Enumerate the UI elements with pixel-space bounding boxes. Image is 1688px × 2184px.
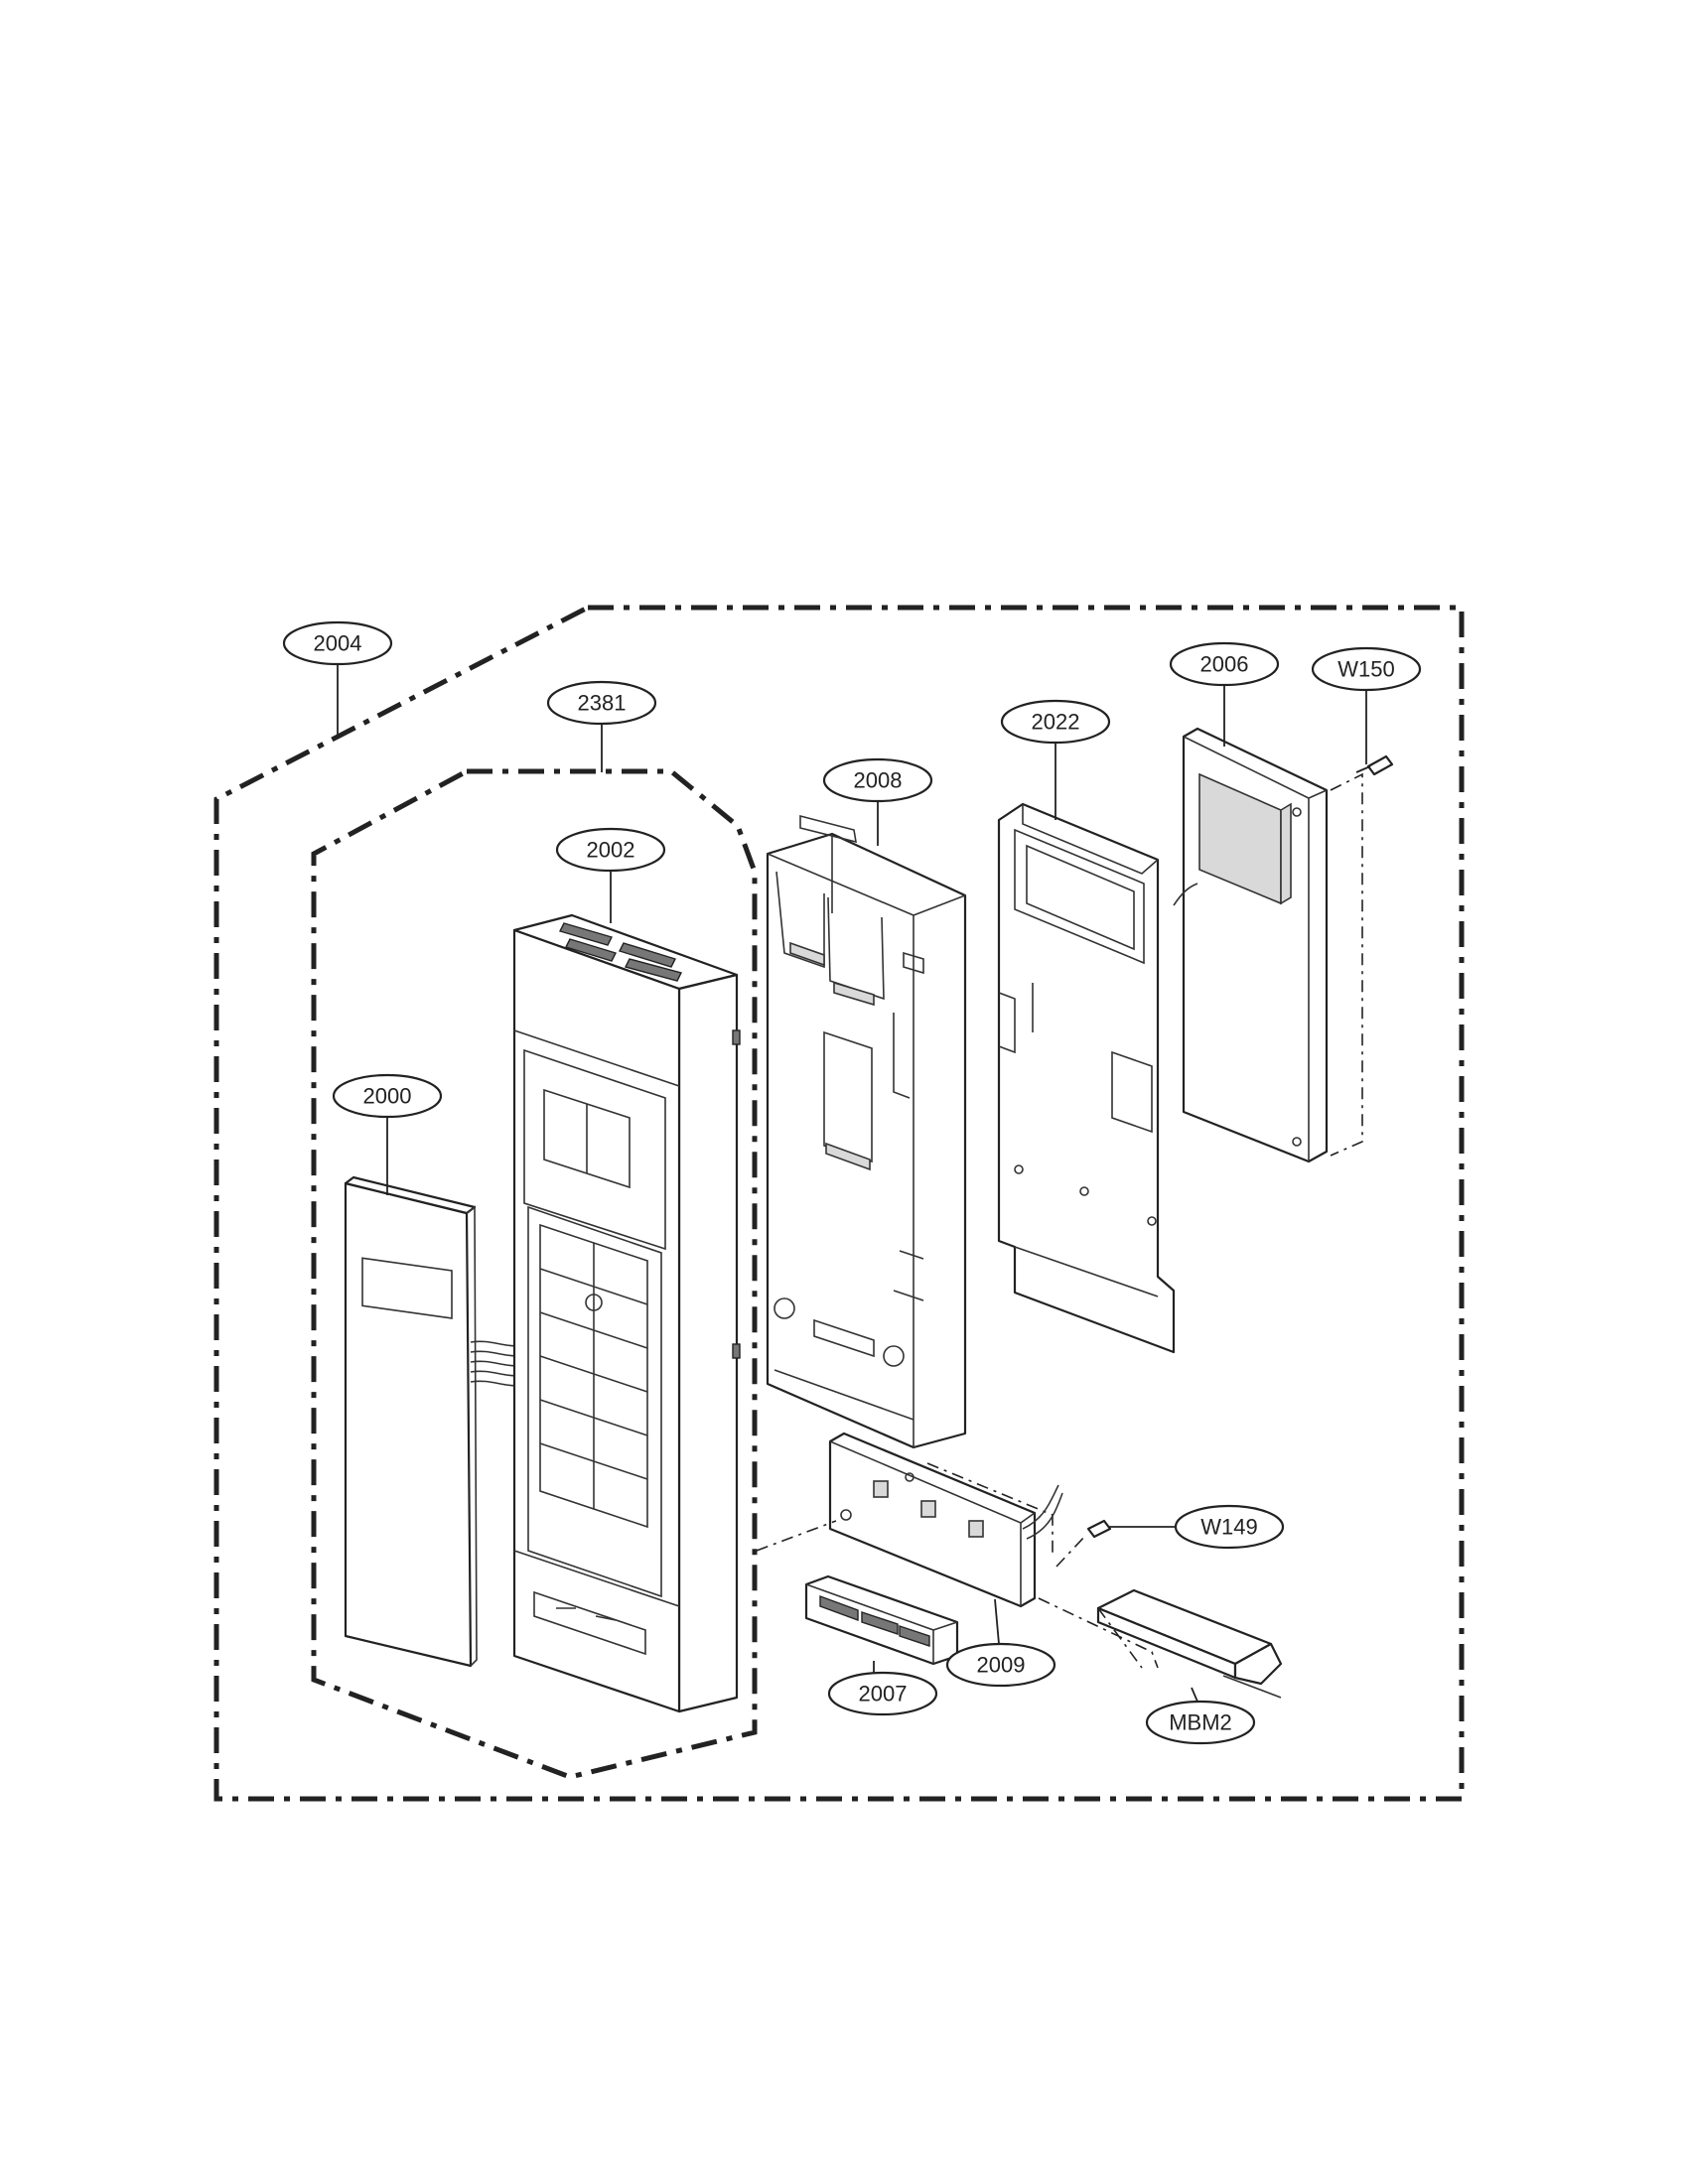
part-2022-insulation-sheet bbox=[997, 802, 1176, 1354]
callout-2008-label: 2008 bbox=[854, 768, 903, 793]
callout-2006-label: 2006 bbox=[1200, 652, 1249, 677]
callout-2006: 2006 bbox=[1169, 641, 1280, 687]
callout-2002: 2002 bbox=[555, 827, 666, 873]
callout-w150: W150 bbox=[1311, 646, 1422, 692]
part-mbm2-bracket bbox=[1096, 1588, 1283, 1699]
callout-2009-label: 2009 bbox=[977, 1653, 1026, 1678]
callout-2002-label: 2002 bbox=[587, 838, 635, 863]
screw-w150 bbox=[1355, 754, 1394, 776]
alignment-line-lower bbox=[756, 1520, 1159, 1669]
callout-w149: W149 bbox=[1174, 1504, 1285, 1550]
part-2002-control-panel bbox=[512, 913, 741, 1713]
callout-w150-label: W150 bbox=[1337, 657, 1394, 682]
part-2009-switch-board bbox=[828, 1432, 1063, 1608]
callout-2007: 2007 bbox=[827, 1671, 938, 1716]
part-2007-button-holder bbox=[804, 1574, 959, 1666]
subassembly-boundary-2381 bbox=[311, 768, 758, 1780]
callout-2381: 2381 bbox=[546, 680, 657, 726]
callout-2009: 2009 bbox=[945, 1642, 1056, 1688]
part-2008-chassis-frame bbox=[766, 814, 967, 1449]
screw-w149 bbox=[1055, 1519, 1178, 1568]
callout-2004: 2004 bbox=[282, 620, 393, 666]
callout-2022: 2022 bbox=[1000, 699, 1111, 745]
callout-2022-label: 2022 bbox=[1032, 710, 1080, 735]
callout-2381-label: 2381 bbox=[578, 691, 627, 716]
part-2000-membrane-sheet bbox=[344, 1175, 537, 1668]
callout-2000: 2000 bbox=[332, 1073, 443, 1119]
callout-mbm2-label: MBM2 bbox=[1169, 1710, 1232, 1735]
callout-2007-label: 2007 bbox=[859, 1682, 908, 1706]
callout-2004-label: 2004 bbox=[314, 631, 362, 656]
callout-w149-label: W149 bbox=[1200, 1515, 1257, 1540]
callout-mbm2: MBM2 bbox=[1145, 1700, 1256, 1745]
assembly-boundary-2004 bbox=[213, 605, 1465, 1802]
part-2006-pcb bbox=[1173, 727, 1363, 1163]
callout-2000-label: 2000 bbox=[363, 1084, 412, 1109]
leader-lines bbox=[337, 664, 1367, 1703]
callout-2008: 2008 bbox=[822, 757, 933, 803]
